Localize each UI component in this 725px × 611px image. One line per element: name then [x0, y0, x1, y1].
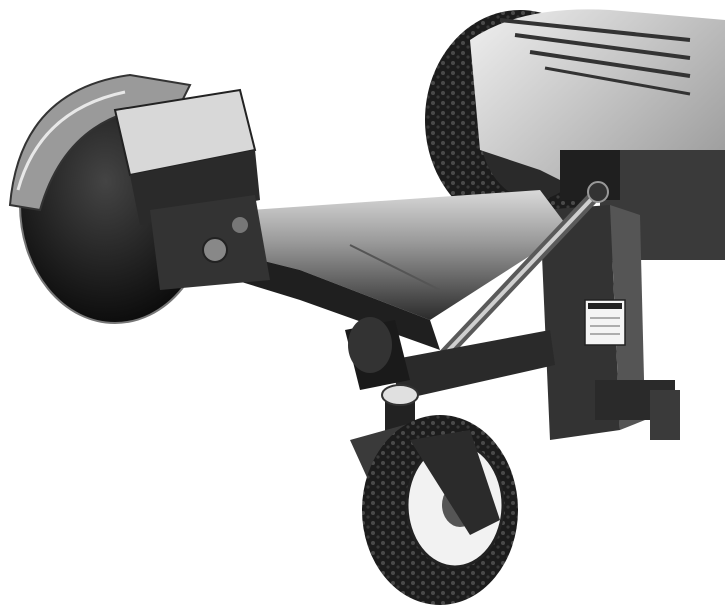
tractor-body	[470, 9, 725, 260]
warning-decal	[584, 299, 626, 346]
three-point-hitch	[540, 205, 680, 440]
gauge-wheel	[350, 384, 518, 605]
blade-guard	[8, 73, 192, 212]
gearbox	[113, 88, 270, 290]
gauge-wheel-arm	[345, 317, 555, 400]
